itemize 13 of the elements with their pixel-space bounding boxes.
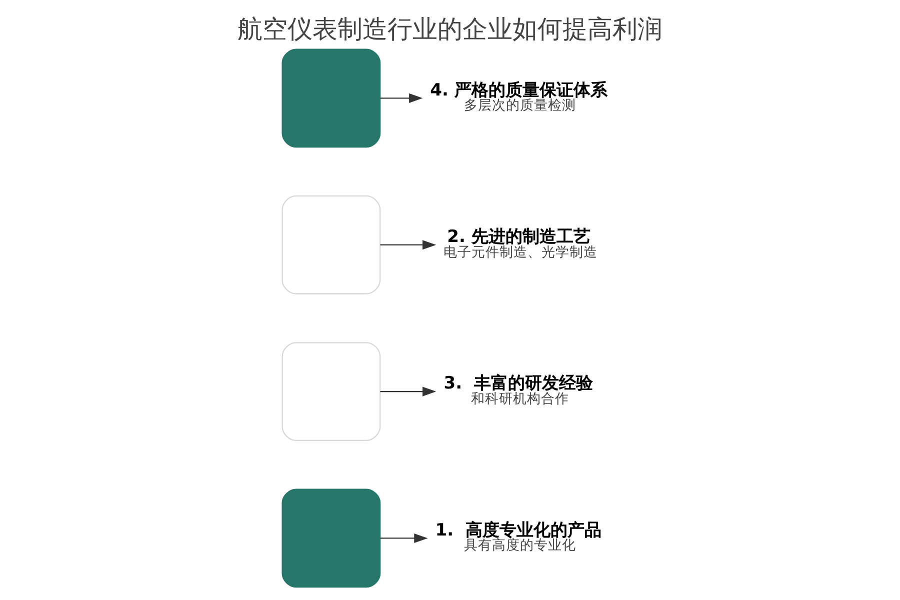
arrow — [380, 533, 428, 543]
node-box — [282, 195, 381, 294]
node-text: 3. 丰富的研发经验 和科研机构合作 — [444, 374, 593, 408]
node-text: 4. 严格的质量保证体系 多层次的质量检测 — [430, 80, 608, 114]
arrow — [380, 386, 436, 396]
node-box — [282, 48, 381, 148]
arrow — [380, 240, 436, 250]
diagram-title: 航空仪表制造行业的企业如何提高利润 — [238, 14, 662, 44]
node-box — [282, 488, 381, 588]
node-box — [282, 342, 381, 441]
arrow — [380, 93, 423, 103]
node-text: 1. 高度专业化的产品 具有高度的专业化 — [435, 520, 602, 554]
node-text: 2. 先进的制造工艺 电子元件制造、光学制造 — [444, 227, 598, 260]
